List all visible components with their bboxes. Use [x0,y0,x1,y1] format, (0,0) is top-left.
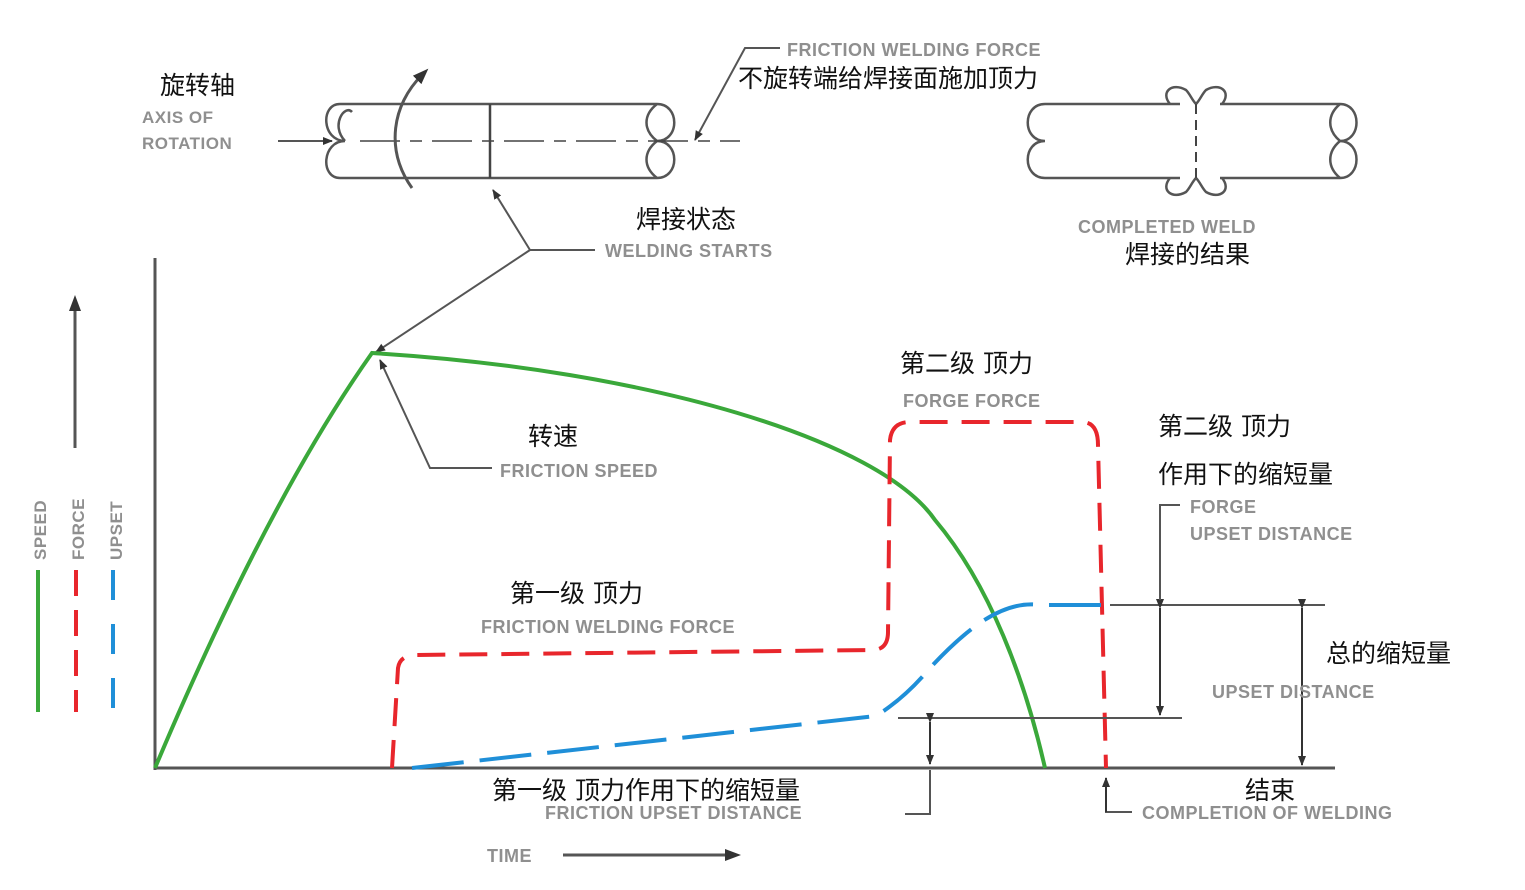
completion-of-welding-cn-label: 结束 [1245,776,1295,805]
forge-force-label: FORGE FORCE [903,391,1041,411]
friction-force-leader-icon [694,47,780,141]
upset-distance-label: UPSET DISTANCE [1212,682,1375,702]
friction-speed-leader-icon [379,359,492,469]
completed-weld-cn-label: 焊接的结果 [1125,240,1250,269]
completion-of-welding-label: COMPLETION OF WELDING [1142,803,1393,823]
upset-curve [411,602,1105,770]
axis-of-rotation-cn-label: 旋转轴 [160,71,235,100]
total-upset-cn-label: 总的缩短量 [1326,639,1451,668]
forge-upset-label-line1: FORGE [1190,497,1257,517]
friction-speed-cn-label: 转速 [528,422,578,451]
time-axis-label: TIME [487,846,532,866]
friction-welding-force-top-cn-label: 不旋转端给焊接面施加顶力 [738,64,1038,93]
forge-upset-label-line2: UPSET DISTANCE [1190,524,1353,544]
legend-speed-label: SPEED [31,500,50,560]
legend-upset-label: UPSET [107,501,126,560]
upset-dimensions [898,504,1335,815]
force-curve [390,420,1108,769]
forge-upset-cn-label-line2: 作用下的缩短量 [1158,460,1333,489]
welding-starts-label: WELDING STARTS [605,241,773,261]
friction-welding-force-top-label: FRICTION WELDING FORCE [787,40,1041,60]
completed-weld-label: COMPLETED WELD [1078,217,1256,237]
friction-upset-distance-label: FRICTION UPSET DISTANCE [545,803,802,823]
completed-weld-workpiece [1026,85,1358,197]
legend-force-label: FORCE [69,498,88,560]
friction-speed-label: FRICTION SPEED [500,461,658,481]
friction-speed-curve [153,350,1047,769]
friction-upset-distance-cn-label: 第一级 顶力作用下的缩短量 [492,776,800,805]
axis-of-rotation-label-line1: AXIS OF [142,108,214,127]
welding-starts-cn-label: 焊接状态 [636,205,736,234]
forge-force-cn-label: 第二级 顶力 [900,349,1033,378]
welding-starts-arrow-icon [375,249,531,353]
friction-welding-force-cn-label: 第一级 顶力 [510,579,643,608]
welding-starts-arrow-icon [492,189,531,251]
forge-upset-cn-label-line1: 第二级 顶力 [1158,412,1291,441]
rotating-workpiece [325,102,740,180]
rotation-arrow-icon [393,68,429,189]
friction-welding-force-label: FRICTION WELDING FORCE [481,617,735,637]
axis-of-rotation-label-line2: ROTATION [142,134,232,153]
